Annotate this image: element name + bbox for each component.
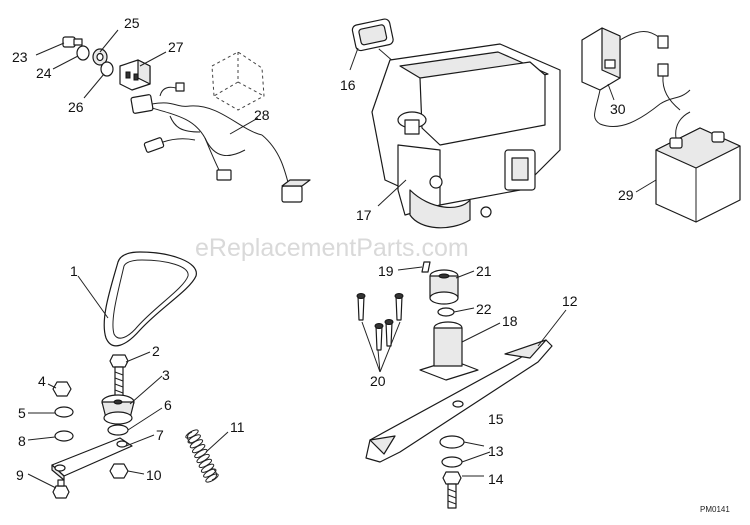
- ignition-switch-part[interactable]: [119, 59, 151, 91]
- callout-15: 15: [488, 411, 504, 427]
- engine-group: [351, 18, 561, 229]
- callout-11: 11: [230, 419, 245, 435]
- drive-belt-part[interactable]: [103, 251, 197, 347]
- idler-spring-part[interactable]: [185, 428, 220, 483]
- callout-6: 6: [164, 397, 172, 413]
- diagram-code: PM0141: [700, 505, 730, 514]
- callout-5: 5: [18, 405, 26, 421]
- callout-4: 4: [38, 373, 46, 389]
- flat-washer-part[interactable]: [54, 406, 74, 418]
- leader-lines: [27, 29, 657, 489]
- ignition-ring-part[interactable]: [100, 61, 114, 77]
- mower-blade-part[interactable]: [365, 339, 553, 463]
- battery-group: [581, 27, 741, 223]
- spindle-screws-part[interactable]: [356, 293, 404, 351]
- callout-27: 27: [168, 39, 184, 55]
- adapter-washer-part[interactable]: [437, 307, 455, 317]
- callout-20: 20: [370, 373, 386, 389]
- callout-2: 2: [152, 343, 160, 359]
- spindle-key-part[interactable]: [421, 261, 431, 273]
- drive-group: [51, 251, 220, 499]
- callout-30: 30: [610, 101, 626, 117]
- callout-25: 25: [124, 15, 140, 31]
- lock-nut-part[interactable]: [109, 463, 129, 479]
- callout-9: 9: [16, 467, 24, 483]
- ignition-nut-part[interactable]: [76, 45, 90, 61]
- idler-washer-part[interactable]: [54, 430, 74, 442]
- ignition-key-part[interactable]: [62, 36, 83, 48]
- star-washer-part[interactable]: [92, 48, 108, 66]
- callout-29: 29: [618, 187, 634, 203]
- callout-3: 3: [162, 367, 170, 383]
- callout-23: 23: [12, 49, 28, 65]
- blade-spindle-part[interactable]: [419, 321, 479, 381]
- pulley-washer-part[interactable]: [107, 424, 129, 436]
- spring-coil: [198, 458, 213, 468]
- blade-group: [356, 261, 553, 509]
- pulley-bolt-part[interactable]: [109, 354, 129, 397]
- watermark-text: eReplacementParts.com: [195, 234, 469, 262]
- callout-12: 12: [562, 293, 578, 309]
- battery-charger-part[interactable]: [581, 27, 691, 128]
- wiring-harness-part[interactable]: [130, 82, 311, 203]
- idler-pulley-part[interactable]: [101, 394, 135, 425]
- spring-coil: [189, 439, 204, 449]
- spring-coil: [191, 444, 206, 454]
- spring-coil: [203, 468, 217, 478]
- callout-22: 22: [476, 301, 492, 317]
- idler-arm-part[interactable]: [51, 437, 133, 481]
- callout-13: 13: [488, 443, 504, 459]
- callout-19: 19: [378, 263, 394, 279]
- callout-24: 24: [36, 65, 52, 81]
- callout-21: 21: [476, 263, 492, 279]
- arm-bolt-part[interactable]: [52, 479, 70, 499]
- spring-coil: [196, 453, 210, 464]
- blade-adapter-part[interactable]: [429, 269, 459, 305]
- hex-nut-part[interactable]: [52, 381, 72, 397]
- callout-16: 16: [340, 77, 356, 93]
- spring-coil: [187, 434, 201, 444]
- lock-washer-part[interactable]: [441, 456, 463, 468]
- callout-28: 28: [254, 107, 270, 123]
- callout-labels: 23 24 25 26 27 28 16 17 30 29 1 2 3 4 5 …: [12, 15, 634, 487]
- blade-washer-part[interactable]: [439, 435, 465, 449]
- dashtank-outline: [211, 51, 265, 111]
- callout-10: 10: [146, 467, 162, 483]
- callout-8: 8: [18, 433, 26, 449]
- air-filter-cover-part[interactable]: [351, 18, 397, 69]
- callout-14: 14: [488, 471, 504, 487]
- callout-1: 1: [70, 263, 78, 279]
- spring-coil: [200, 463, 215, 473]
- callout-7: 7: [156, 427, 164, 443]
- ignition-wiring-group: [62, 36, 311, 203]
- callout-17: 17: [356, 207, 372, 223]
- callout-18: 18: [502, 313, 518, 329]
- spring-coil: [185, 429, 199, 439]
- spring-coil: [205, 473, 219, 483]
- blade-bolt-part[interactable]: [442, 471, 462, 509]
- callout-26: 26: [68, 99, 84, 115]
- battery-part[interactable]: [655, 111, 741, 223]
- engine-part[interactable]: [371, 43, 561, 229]
- spring-coil: [194, 448, 208, 459]
